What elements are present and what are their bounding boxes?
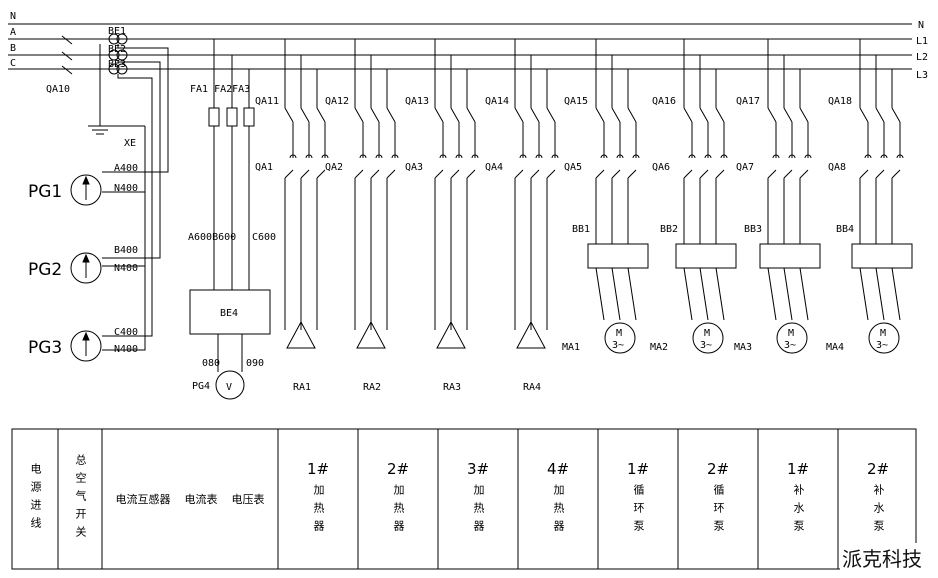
motor-m: M [788,328,794,339]
label-pg4: PG4 [192,381,210,392]
table-col-8: 2#补水泵 [866,460,890,538]
table-col-1: 1#加热器 [306,460,330,538]
heater-qa-top: QA12 [325,96,349,107]
motor-qa-bottom: QA6 [652,162,670,173]
meter-pg3-a: C400 [114,327,138,338]
motor-qa-bottom: QA5 [564,162,582,173]
table-col-7: 1#补水泵 [786,460,810,538]
meter-pg2-a: B400 [114,245,138,256]
motor-m: M [704,328,710,339]
motor-qa-bottom: QA8 [828,162,846,173]
motor-relay: BB4 [836,224,854,235]
motor-label: MA1 [562,342,580,353]
label-xe: XE [124,138,136,149]
motor-label: MA3 [734,342,752,353]
label-b: B [10,43,16,54]
motor-phase: 3~ [784,340,796,351]
motor-relay: BB2 [660,224,678,235]
motor-label: MA2 [650,342,668,353]
motor-m: M [880,328,886,339]
motor-qa-bottom: QA7 [736,162,754,173]
label-080: 080 [202,358,220,369]
table-col-6: 2#循环泵 [706,460,730,538]
label-a: A [10,27,16,38]
cell-main-switch: 总空气开关 [74,454,87,544]
label-l3: L3 [916,70,928,81]
label-090: 090 [246,358,264,369]
meter-pg2-n: N400 [114,263,138,274]
voltmeter-v: V [226,382,232,393]
label-be1: BE1 [108,26,126,37]
heater-qa-bottom: QA3 [405,162,423,173]
meter-pg3-n: N400 [114,344,138,355]
meter-pg1-a: A400 [114,163,138,174]
label-fa: FA1 FA2FA3 [190,84,250,95]
label-be3: BE3 [108,59,126,70]
table-col-4: 4#加热器 [546,460,570,538]
meter-pg3-label: PG3 [28,338,62,358]
cell-instruments: 电流互感器电流表电压表 [115,493,265,506]
label-qa10: QA10 [46,84,70,95]
label-c600: C600 [252,232,276,243]
motor-phase: 3~ [700,340,712,351]
heater-load: RA2 [363,382,381,393]
heater-load: RA3 [443,382,461,393]
motor-m: M [616,328,622,339]
heater-qa-top: QA14 [485,96,509,107]
motor-qa-top: QA15 [564,96,588,107]
table-col-2: 2#加热器 [386,460,410,538]
meter-pg1-label: PG1 [28,182,62,202]
label-a600: A600B600 [188,232,236,243]
motor-qa-top: QA16 [652,96,676,107]
motor-qa-top: QA17 [736,96,760,107]
heater-qa-top: QA11 [255,96,279,107]
heater-qa-bottom: QA2 [325,162,343,173]
label-be4: BE4 [220,308,238,319]
meter-pg1-n: N400 [114,183,138,194]
motor-relay: BB1 [572,224,590,235]
label-l1: L1 [916,36,928,47]
meter-pg2-label: PG2 [28,260,62,280]
watermark: 派克科技 [840,543,924,572]
motor-qa-top: QA18 [828,96,852,107]
label-be2: BE2 [108,44,126,55]
heater-load: RA1 [293,382,311,393]
cell-power-in: 电源进线 [29,463,42,535]
label-l2: L2 [916,52,928,63]
heater-qa-bottom: QA4 [485,162,503,173]
table-col-5: 1#循环泵 [626,460,650,538]
heater-qa-bottom: QA1 [255,162,273,173]
motor-phase: 3~ [876,340,888,351]
motor-label: MA4 [826,342,844,353]
heater-qa-top: QA13 [405,96,429,107]
label-n-right: N [918,20,924,31]
table-col-3: 3#加热器 [466,460,490,538]
motor-relay: BB3 [744,224,762,235]
heater-load: RA4 [523,382,541,393]
label-c: C [10,58,16,69]
label-n-left: N [10,11,16,22]
motor-phase: 3~ [612,340,624,351]
